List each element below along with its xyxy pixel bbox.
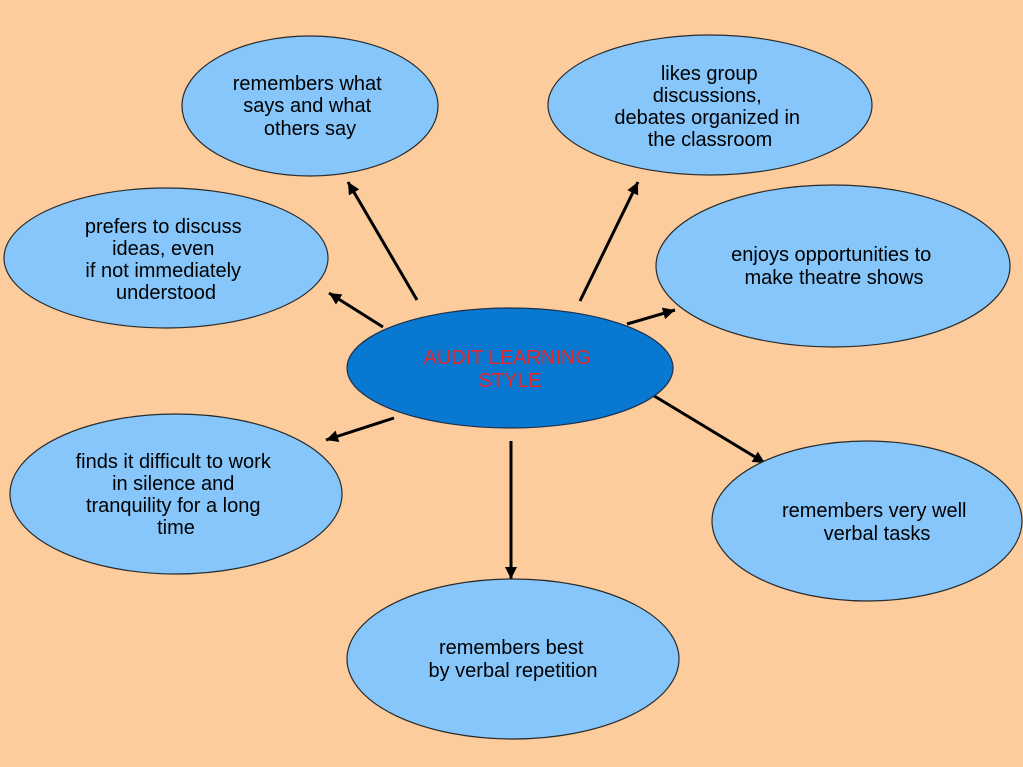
node-bottom <box>346 578 680 740</box>
node-right <box>655 184 1011 348</box>
node-left-line-1: prefers to discuss <box>85 216 242 238</box>
node-top-right-line-2: discussions, <box>653 85 762 107</box>
arrow-to-right-node <box>626 307 676 326</box>
arrow-to-top-right-node <box>578 181 640 302</box>
node-top-right-line-4: the classroom <box>648 129 773 151</box>
node-lower-left-line-1: finds it difficult to work <box>76 451 272 473</box>
center-title-line-2: STYLE <box>478 370 541 392</box>
node-top-right-label: likes group discussions, debates organiz… <box>614 63 805 151</box>
node-lower-left <box>9 413 343 575</box>
node-left-line-2: ideas, even <box>112 238 214 260</box>
node-lower-right-line-2: verbal tasks <box>824 523 931 545</box>
node-top-right-line-1: likes group <box>661 63 758 85</box>
node-lower-left-line-3: tranquility for a long <box>86 495 261 517</box>
node-right-line-2: make theatre shows <box>745 267 924 289</box>
node-lower-left-line-2: in silence and <box>112 473 234 495</box>
node-top-left-line-2: says and what <box>243 95 371 117</box>
node-left-line-4: understood <box>116 282 216 304</box>
node-bottom-line-1: remembers best <box>439 637 584 659</box>
center-node <box>346 307 674 429</box>
node-bottom-label: remembers best by verbal repetition <box>429 637 598 682</box>
center-node-title: AUDIT LEARNING STYLE <box>423 347 596 392</box>
arrow-to-lower-left-node <box>325 416 395 443</box>
node-right-label: enjoys opportunities to make theatre sho… <box>731 244 937 289</box>
node-lower-left-line-4: time <box>157 517 195 539</box>
node-lower-right-line-1: remembers very well <box>782 500 966 522</box>
node-top-left <box>181 35 439 177</box>
node-top-left-line-1: remembers what <box>233 73 382 95</box>
node-lower-right <box>711 440 1023 602</box>
node-top-left-line-3: others say <box>264 118 356 140</box>
node-top-right-line-3: debates organized in <box>614 107 800 129</box>
arrow-to-left-node <box>328 291 384 329</box>
center-title-line-1: AUDIT LEARNING <box>423 347 590 369</box>
node-lower-right-label: remembers very well verbal tasks <box>782 500 972 545</box>
node-left <box>3 187 329 329</box>
node-left-label: prefers to discuss ideas, even if not im… <box>85 216 247 304</box>
arrow-to-lower-right-node <box>650 392 766 465</box>
node-left-line-3: if not immediately <box>85 260 241 282</box>
node-right-line-1: enjoys opportunities to <box>731 244 931 266</box>
node-top-right <box>547 34 873 176</box>
node-bottom-line-2: by verbal repetition <box>429 660 598 682</box>
node-top-left-label: remembers what says and what others say <box>233 73 388 140</box>
node-lower-left-label: finds it difficult to work in silence an… <box>76 451 277 539</box>
arrow-to-top-left-node <box>346 181 419 301</box>
